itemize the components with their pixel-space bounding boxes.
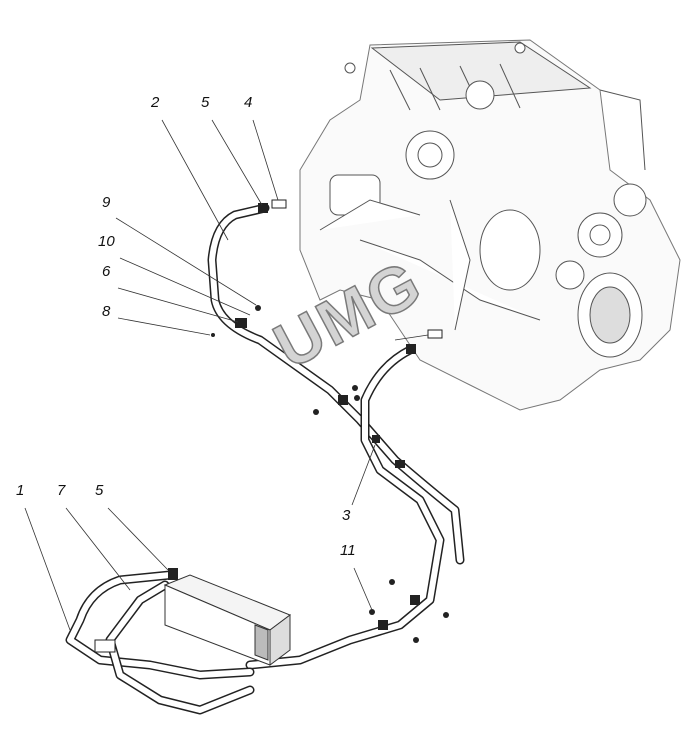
callout-4: 4 xyxy=(244,94,253,111)
callout-6: 6 xyxy=(102,263,111,280)
callout-1: 1 xyxy=(16,482,25,499)
callout-3: 3 xyxy=(342,507,351,524)
callout-10: 10 xyxy=(98,233,115,250)
clamps xyxy=(94,199,449,653)
callout-7: 7 xyxy=(57,482,66,499)
callout-9: 9 xyxy=(102,194,111,211)
callout-5-lower: 5 xyxy=(95,482,104,499)
callout-5: 5 xyxy=(201,94,210,111)
callout-8: 8 xyxy=(102,303,111,320)
leader-lines xyxy=(24,119,429,631)
heater-unit xyxy=(163,574,292,666)
engine-drawing xyxy=(299,39,681,411)
callout-11: 11 xyxy=(340,542,356,559)
callout-2: 2 xyxy=(151,94,160,111)
